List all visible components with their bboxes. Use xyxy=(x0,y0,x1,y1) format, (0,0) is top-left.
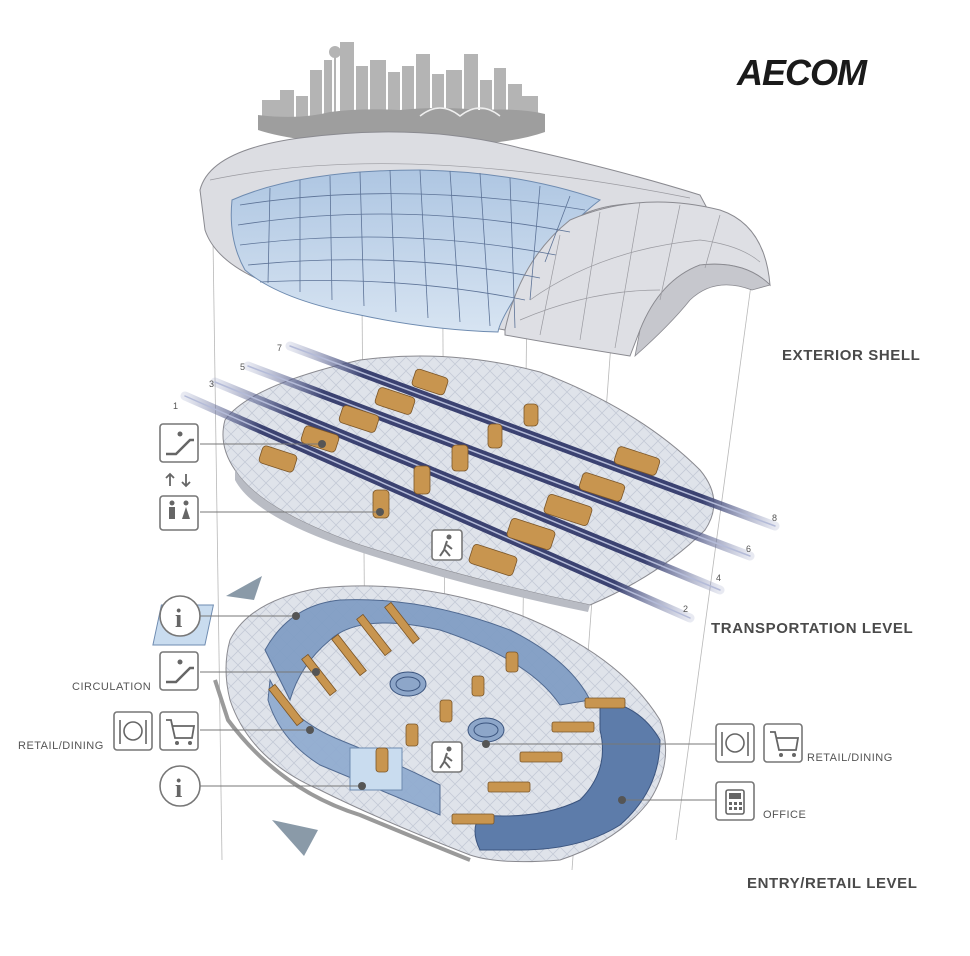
escalator-icon xyxy=(159,423,199,463)
callout-retail-dining-right: RETAIL/DINING xyxy=(807,752,893,764)
escalator-icon xyxy=(159,651,199,691)
entry-retail-floor xyxy=(152,585,667,863)
track-number-1: 1 xyxy=(173,401,178,411)
track-number-7: 7 xyxy=(277,343,282,353)
svg-text:i: i xyxy=(175,604,182,633)
callout-office: OFFICE xyxy=(763,809,807,821)
track-number-4: 4 xyxy=(716,573,721,583)
entry-arrow-icon xyxy=(226,576,262,600)
track-number-3: 3 xyxy=(209,379,214,389)
level-label-exterior-shell: EXTERIOR SHELL xyxy=(782,347,921,364)
pedestrian-icon xyxy=(431,529,463,561)
callout-retail-dining-left: RETAIL/DINING xyxy=(18,740,104,752)
callout-circulation: CIRCULATION xyxy=(72,681,152,693)
dining-icon xyxy=(715,723,755,763)
pedestrian-icon xyxy=(431,741,463,773)
tracks: 1 2 3 4 5 6 7 8 xyxy=(173,341,780,623)
elevator-icon xyxy=(159,472,199,531)
entry-escalators xyxy=(268,601,626,825)
callout-leaders xyxy=(200,443,716,801)
info-icon: i xyxy=(159,595,201,637)
svg-text:i: i xyxy=(175,774,182,803)
aecom-logo: AECOM xyxy=(737,52,867,93)
dining-icon xyxy=(113,711,153,751)
track-pair-1-2 xyxy=(180,391,695,623)
track-number-2: 2 xyxy=(683,604,688,614)
callout-dots xyxy=(292,440,626,804)
track-number-8: 8 xyxy=(772,513,777,523)
entry-arrow-icon xyxy=(272,820,318,856)
city-skyline xyxy=(258,42,545,147)
track-pair-5-6 xyxy=(243,361,755,561)
track-pair-7-8 xyxy=(285,341,780,531)
info-icon: i xyxy=(159,765,201,807)
cart-icon xyxy=(763,723,803,763)
track-number-6: 6 xyxy=(746,544,751,554)
track-number-5: 5 xyxy=(240,362,245,372)
phone-icon xyxy=(715,781,755,821)
exterior-shell xyxy=(199,131,771,358)
level-label-entry-retail: ENTRY/RETAIL LEVEL xyxy=(747,875,918,892)
level-label-transportation: TRANSPORTATION LEVEL xyxy=(711,620,914,637)
track-pair-3-4 xyxy=(210,377,725,595)
cart-icon xyxy=(159,711,199,751)
